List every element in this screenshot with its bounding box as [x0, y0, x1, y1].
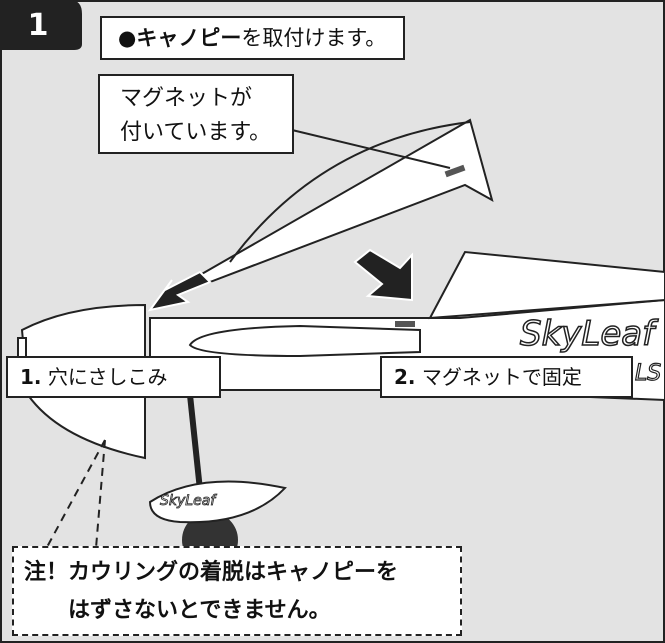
- canopy-frame-line: [229, 121, 471, 263]
- step-tab: 1: [0, 0, 86, 52]
- warning-note: 注！カウリングの着脱はキャノピーを はずさないとできません。: [12, 546, 462, 636]
- tail-fin: [428, 250, 665, 320]
- warning-line1: 注！カウリングの着脱はキャノピーを: [24, 560, 399, 585]
- magnet-note: マグネットが 付いています。: [98, 74, 294, 154]
- label-insert: 1. 穴にさしこみ: [6, 356, 221, 398]
- magnet-note-line2: 付いています。: [120, 120, 272, 145]
- step-tab-shape: [0, 0, 82, 50]
- wheel-pant-logo: SkyLeaf: [160, 493, 217, 509]
- warning-line2: はずさないとできません。: [68, 598, 331, 623]
- magnet-note-line1: マグネットが: [120, 86, 253, 111]
- step-number: 1: [27, 8, 49, 43]
- title-emphasis: キャノピー: [136, 26, 242, 50]
- canopy-magnet: [444, 164, 466, 178]
- title-rest: を取付けます。: [241, 26, 387, 50]
- label-insert-text: 穴にさしこみ: [47, 365, 168, 389]
- label-insert-num: 1.: [20, 365, 42, 389]
- label-magnet: 2. マグネットで固定: [380, 356, 633, 398]
- arrow-press-down: [353, 248, 413, 302]
- wheel-pant: [148, 480, 287, 524]
- fuselage-magnet: [395, 321, 415, 327]
- fuselage-logo: SkyLeaf: [520, 314, 659, 354]
- step-title: ●キャノピーを取付けます。: [100, 16, 405, 60]
- label-magnet-text: マグネットで固定: [421, 365, 582, 389]
- fuselage-logo-sub: LS: [635, 361, 661, 386]
- wing: [188, 324, 421, 358]
- landing-gear-strut: [187, 394, 203, 491]
- note-leader: [291, 129, 451, 169]
- warning-leader: [39, 439, 106, 561]
- arrow-insert: [147, 270, 212, 312]
- title-bullet: ●: [118, 26, 137, 50]
- label-magnet-num: 2.: [394, 365, 416, 389]
